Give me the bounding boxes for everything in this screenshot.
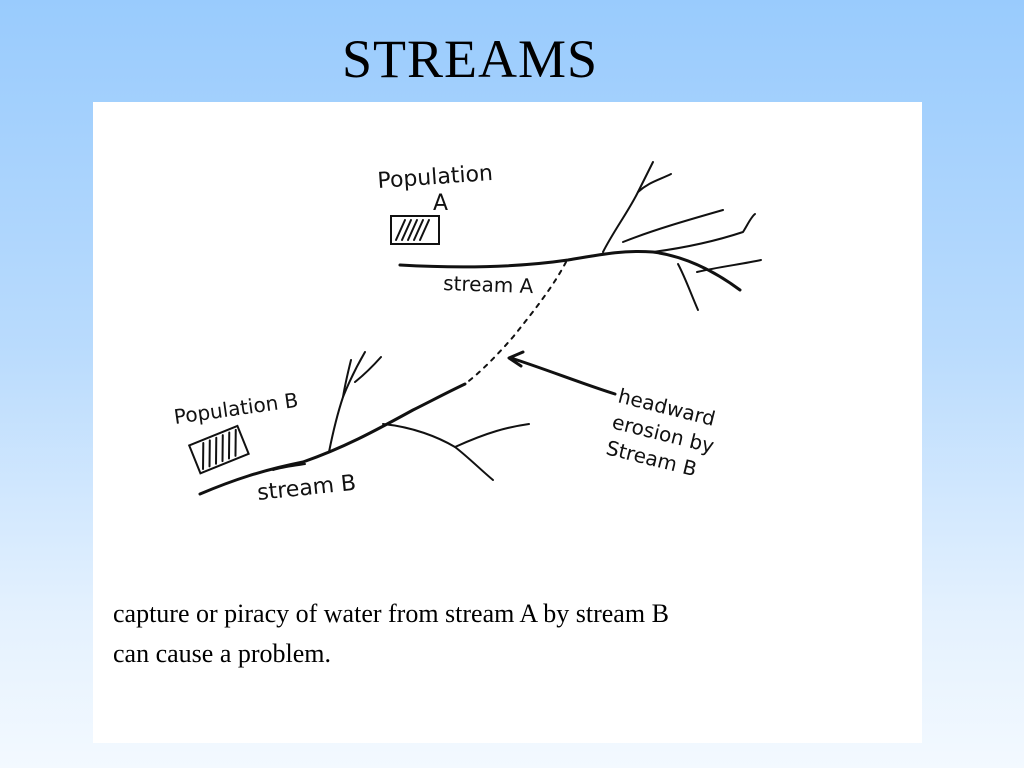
stream-b-channel [198, 382, 467, 496]
stream-a-tributary [637, 173, 672, 193]
stream-b-label: stream B [256, 471, 357, 506]
stream-a-tributary [652, 213, 756, 253]
stream-b-tributary [354, 356, 382, 383]
stream-capture-sketch: Population A stream A stream B Populatio… [172, 161, 762, 506]
headward-erosion-path [464, 261, 567, 385]
population-b-label: Population B [172, 388, 299, 429]
stream-a-tributary [622, 209, 724, 243]
stream-b-tributary [454, 423, 530, 448]
slide-title: STREAMS [341, 29, 599, 89]
caption-line-2: can cause a problem. [113, 639, 332, 668]
population-a-box [390, 215, 440, 245]
stream-b-tributary [382, 423, 494, 481]
sketch-panel: Population A stream A stream B Populatio… [93, 102, 922, 743]
stream-a-channel [398, 249, 742, 292]
annotation-arrow [509, 356, 617, 396]
population-a-letter: A [433, 191, 448, 216]
stream-a-tributary [602, 161, 654, 253]
stream-a-tributary [677, 263, 699, 311]
stream-a-tributary [696, 259, 762, 273]
caption: capture or piracy of water from stream A… [113, 594, 893, 674]
arrow-head [507, 350, 525, 368]
stream-a-label: stream A [443, 271, 534, 298]
stream-b-tributary [272, 463, 306, 471]
stream-b-tributary [342, 359, 352, 398]
caption-line-1: capture or piracy of water from stream A… [113, 599, 669, 628]
population-a-label: Population [377, 161, 494, 194]
population-b-box [187, 424, 250, 475]
